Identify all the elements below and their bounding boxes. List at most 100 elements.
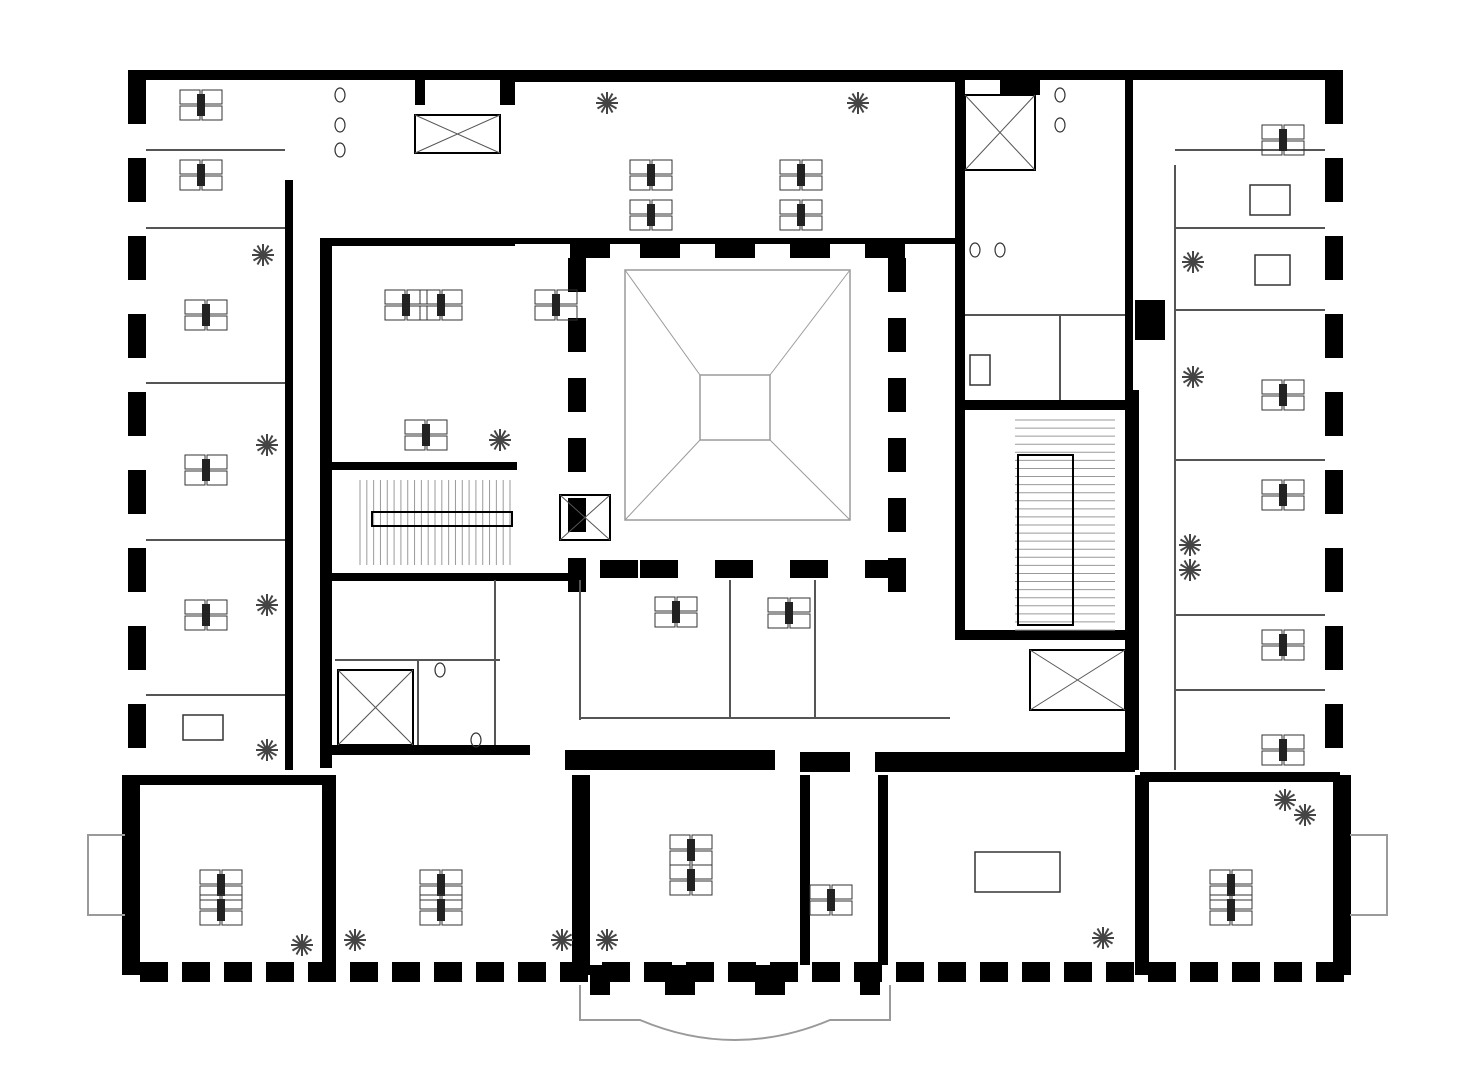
desk-cluster-icon <box>779 199 823 231</box>
courtyard-pier <box>888 258 906 292</box>
monitor <box>202 459 210 481</box>
desk-cluster-icon <box>199 869 243 901</box>
bottom-pier <box>560 962 588 982</box>
wall <box>1000 70 1040 95</box>
desk-cluster-icon <box>1261 124 1305 156</box>
monitor <box>437 899 445 921</box>
desk-cluster-icon <box>199 894 243 926</box>
monitor <box>1227 874 1235 896</box>
desk-cluster-icon <box>1261 629 1305 661</box>
corner <box>128 70 146 90</box>
desk-cluster-icon <box>669 834 713 866</box>
monitor <box>202 304 210 326</box>
window-pier <box>128 314 146 358</box>
wall <box>332 462 517 470</box>
monitor <box>1279 129 1287 151</box>
elevator-cross <box>414 114 501 154</box>
window-pier <box>128 626 146 670</box>
desk-cluster-icon <box>1209 894 1253 926</box>
monitor <box>687 839 695 861</box>
monitor <box>1279 384 1287 406</box>
window-pier <box>128 392 146 436</box>
skylight-lantern <box>699 374 771 441</box>
skylight <box>624 269 851 521</box>
courtyard-pier <box>790 560 828 578</box>
toilet-icon <box>470 732 482 748</box>
monitor <box>687 869 695 891</box>
leaf <box>354 933 366 941</box>
porch-pier <box>860 965 880 995</box>
desk-cluster-icon <box>184 599 228 631</box>
toilet-icon <box>434 662 446 678</box>
wall <box>332 573 572 581</box>
leaf <box>561 933 573 941</box>
bottom-pier <box>1022 962 1050 982</box>
monitor <box>672 601 680 623</box>
window-pier <box>128 704 146 748</box>
wall <box>1140 772 1340 782</box>
bottom-pier <box>182 962 210 982</box>
courtyard-pier <box>888 498 906 532</box>
bottom-pier <box>140 962 168 982</box>
window-pier <box>1325 626 1343 670</box>
corridor-wall <box>285 180 293 770</box>
meeting-table-icon <box>974 851 1061 893</box>
bottom-pier <box>728 962 756 982</box>
plant-icon <box>1179 534 1201 556</box>
wall <box>415 70 425 105</box>
skylight-ridge <box>769 269 851 376</box>
bottom-pier <box>1232 962 1260 982</box>
wall <box>878 775 888 965</box>
wall <box>955 630 1125 640</box>
elevator-icon <box>414 114 501 154</box>
window-pier <box>128 236 146 280</box>
window-pier <box>1325 158 1343 202</box>
walls <box>122 70 1351 995</box>
wall <box>320 745 530 755</box>
bottom-pier <box>896 962 924 982</box>
side-steps-right <box>1350 834 1388 916</box>
exterior-wall <box>122 775 140 975</box>
bottom-pier <box>1190 962 1218 982</box>
courtyard-pier <box>568 318 586 352</box>
elevator-icon <box>559 494 611 541</box>
desk-cluster-icon <box>629 159 673 191</box>
courtyard-pier <box>568 498 586 532</box>
bottom-pier <box>1064 962 1092 982</box>
desk-cluster-icon <box>1261 734 1305 766</box>
leaf <box>857 96 869 104</box>
monitor <box>437 294 445 316</box>
toilet-icon <box>969 242 981 258</box>
desk-cluster-icon <box>767 597 811 629</box>
desk-cluster-icon <box>809 884 853 916</box>
window-pier <box>1325 314 1343 358</box>
plant-icon <box>847 92 869 114</box>
toilet-icon <box>334 142 346 158</box>
meeting-table-icon <box>969 354 991 386</box>
bottom-pier <box>308 962 336 982</box>
plant-icon <box>252 244 274 266</box>
courtyard-pier <box>568 378 586 412</box>
plant-icon <box>291 934 313 956</box>
monitor <box>827 889 835 911</box>
leaf <box>1102 931 1114 939</box>
bottom-pier <box>1148 962 1176 982</box>
courtyard-pier <box>568 438 586 472</box>
desk-cluster-icon <box>179 89 223 121</box>
plant-icon <box>1274 789 1296 811</box>
elevator-icon <box>1029 649 1126 711</box>
monitor <box>437 874 445 896</box>
monitor <box>785 602 793 624</box>
courtyard-pier <box>715 560 753 578</box>
monitor <box>797 164 805 186</box>
window-pier <box>570 240 610 258</box>
desk-cluster-icon <box>534 289 578 321</box>
elevator-icon <box>337 669 414 746</box>
desk-cluster-icon <box>184 454 228 486</box>
desk-cluster-icon <box>779 159 823 191</box>
monitor <box>217 899 225 921</box>
exterior-wall <box>1333 775 1351 975</box>
wall <box>800 775 810 965</box>
wall <box>572 775 590 975</box>
